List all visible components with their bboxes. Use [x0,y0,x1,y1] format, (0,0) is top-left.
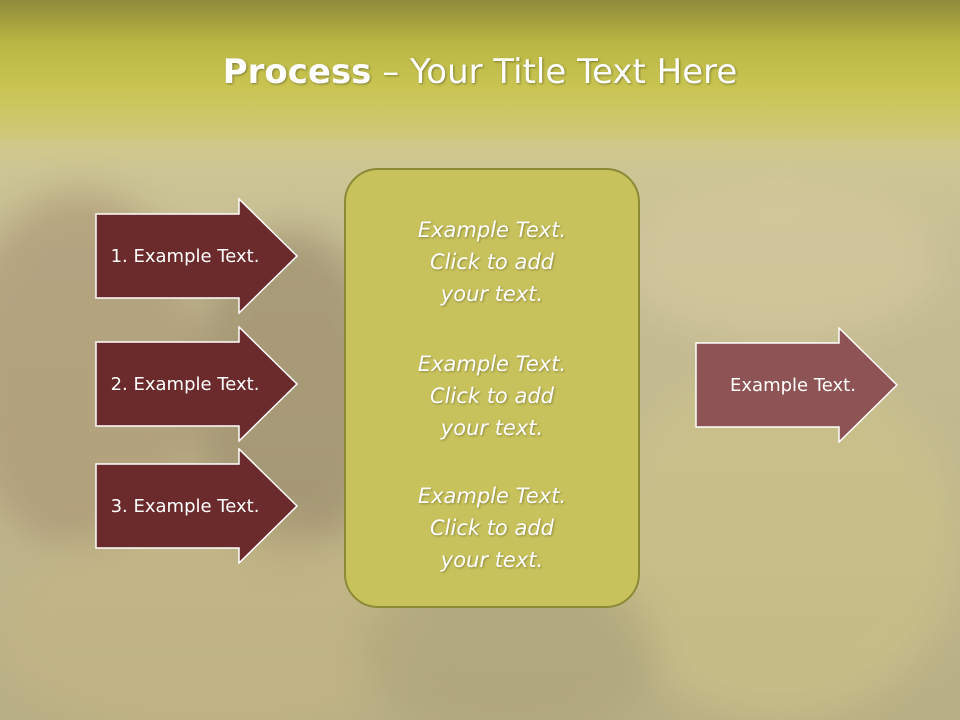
process-step-3-label: 3. Example Text. [110,495,260,517]
slide-title[interactable]: Process – Your Title Text Here [0,52,960,92]
background-photo-shape [620,180,940,340]
center-text-item-3: Example Text. Click to add your text. [346,480,638,576]
center-text-line: Example Text. [417,484,567,508]
process-result-label: Example Text. [730,374,856,396]
process-step-2-arrow[interactable]: 2. Example Text. [95,326,299,442]
arrow-shape-icon [695,327,899,443]
process-step-1-label: 1. Example Text. [110,245,260,267]
process-step-2-label: 2. Example Text. [110,373,260,395]
center-text-line: Click to add [429,250,554,274]
arrow-shape-icon [95,448,299,564]
process-step-1-arrow[interactable]: 1. Example Text. [95,198,299,314]
arrow-shape-icon [95,326,299,442]
center-text-item-1: Example Text. Click to add your text. [346,214,638,310]
title-strong: Process [222,52,372,92]
center-text-line: your text. [440,282,544,306]
title-rest: – Your Title Text Here [371,52,738,92]
process-step-3-arrow[interactable]: 3. Example Text. [95,448,299,564]
center-text-item-2: Example Text. Click to add your text. [346,348,638,444]
center-text-line: Click to add [429,384,554,408]
center-text-line: Click to add [429,516,554,540]
center-text-box[interactable]: Example Text. Click to add your text. Ex… [344,168,640,608]
center-text-line: your text. [440,416,544,440]
center-text-line: Example Text. [417,352,567,376]
center-text-line: your text. [440,548,544,572]
arrow-shape-icon [95,198,299,314]
process-result-arrow[interactable]: Example Text. [695,327,899,443]
center-text-line: Example Text. [417,218,567,242]
